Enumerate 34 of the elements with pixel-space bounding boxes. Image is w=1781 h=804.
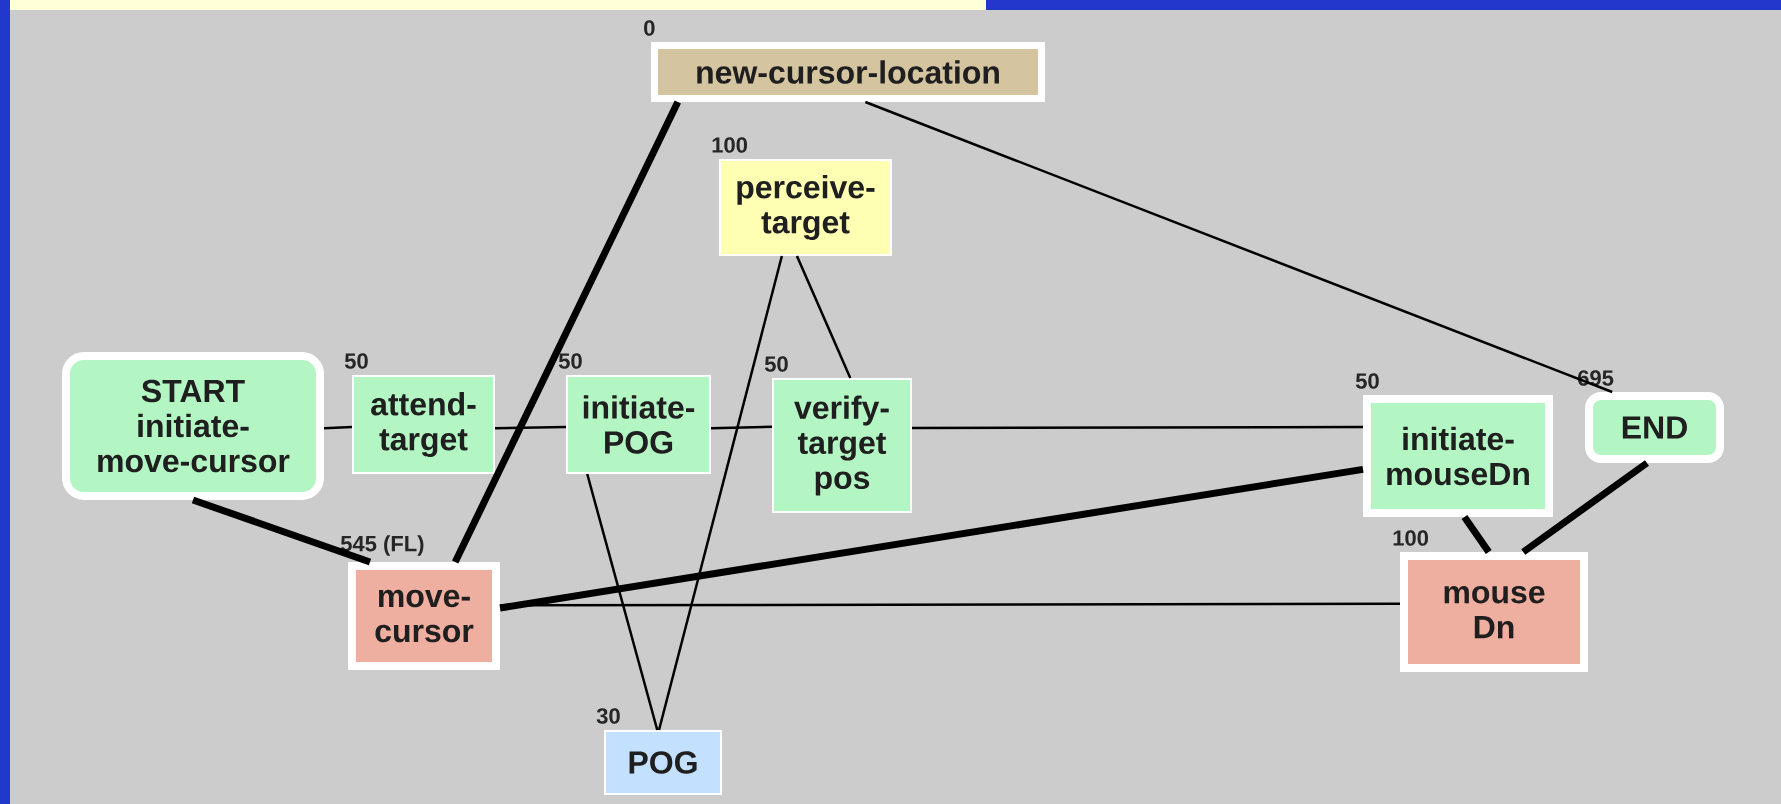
duration-label: 100: [712, 137, 747, 153]
process-box: POG: [604, 730, 722, 795]
process-box: initiate-POG: [566, 375, 711, 474]
process-box: mouse Dn: [1400, 552, 1588, 672]
duration-label: 0: [644, 20, 655, 36]
connector-line: [499, 465, 1364, 612]
connector-line: [586, 473, 659, 731]
connector-line: [191, 496, 372, 566]
connector-line: [495, 425, 567, 430]
process-box: perceive-target: [719, 159, 892, 256]
duration-label: 50: [558, 353, 582, 369]
end-box: END: [1585, 392, 1724, 463]
duration-label: 50: [1355, 373, 1379, 389]
connector-line: [710, 425, 773, 430]
connector-line: [1461, 515, 1492, 554]
connector-line: [500, 602, 1401, 607]
connector-line: [912, 425, 1363, 430]
process-box: verify-target pos: [772, 378, 912, 513]
duration-label: 50: [344, 353, 368, 369]
connector-line: [452, 100, 681, 564]
location-box: new-cursor-location: [651, 42, 1045, 102]
duration-label: 30: [596, 708, 620, 724]
connector-line: [657, 255, 784, 731]
start-box: START initiate-move-cursor: [62, 352, 324, 500]
connector-line: [323, 425, 353, 430]
connector-line: [795, 255, 852, 379]
process-box: move-cursor: [348, 562, 500, 670]
process-box: initiate-mouseDn: [1363, 395, 1553, 517]
connector-line: [864, 100, 1613, 394]
duration-label: 50: [764, 356, 788, 372]
connector-line: [1521, 460, 1649, 555]
duration-label: 100: [1393, 530, 1428, 546]
duration-label: 545 (FL): [340, 535, 424, 556]
process-box: attend-target: [352, 375, 495, 474]
